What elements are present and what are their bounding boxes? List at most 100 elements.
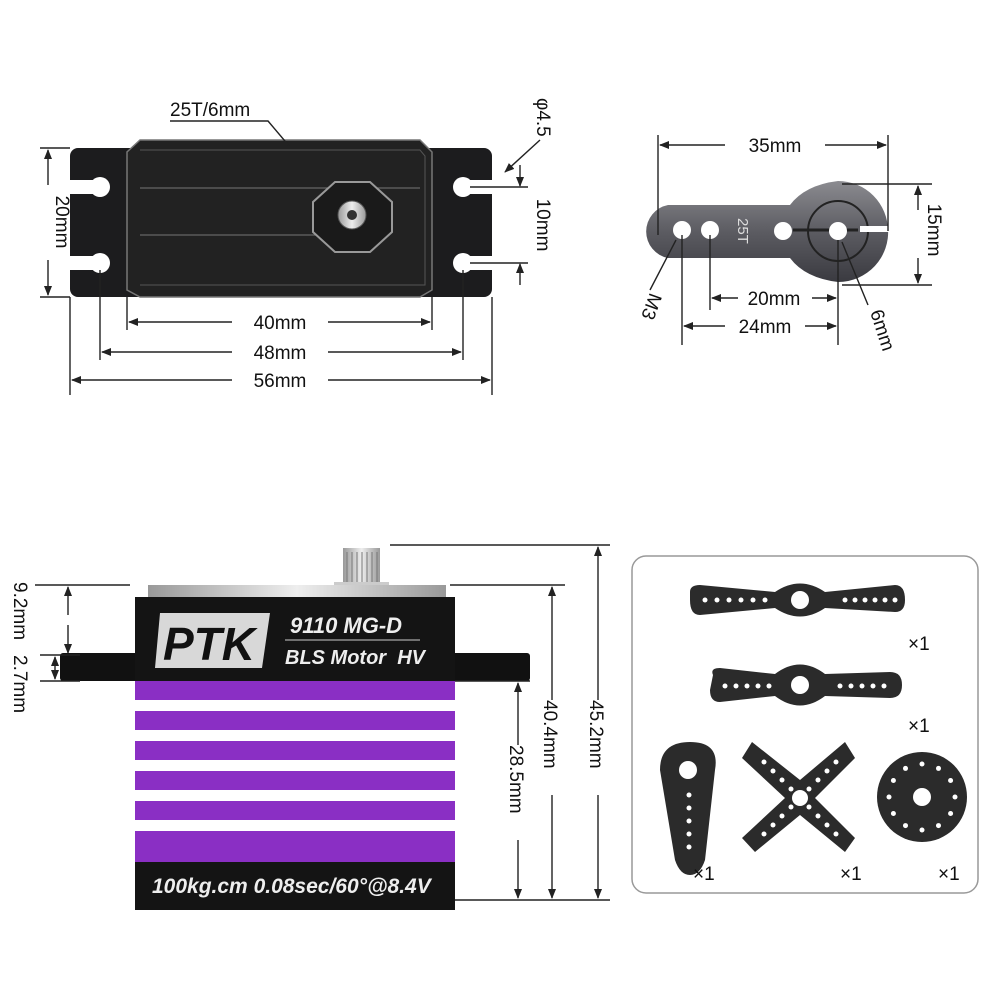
servo-case-top	[126, 139, 433, 298]
horn-hole	[750, 597, 756, 603]
horn-hole	[890, 778, 896, 783]
width-48mm-label: 48mm	[254, 343, 307, 364]
horn-hole	[842, 597, 848, 603]
horn-hole	[726, 597, 732, 603]
horn-hole	[919, 827, 925, 833]
dim-2-7mm-label: 2.7mm	[9, 655, 30, 713]
horn-hole	[761, 831, 767, 837]
horn-hole	[881, 683, 887, 689]
quantity-cross-horn: ×1	[840, 864, 862, 885]
horn-hole-20mm	[701, 221, 719, 239]
horn-hole	[738, 597, 744, 603]
brand-logo-text: PTK	[163, 618, 258, 670]
horn-hole	[919, 761, 925, 767]
spline-25t-6mm-label: 25T/6mm	[170, 100, 250, 121]
purple-stripe	[135, 711, 455, 730]
servo-front-view: PTK 9110 MG-D BLS Motor HV 100kg.cm 0.08…	[9, 544, 610, 910]
horn-hole	[936, 765, 941, 771]
horn-hole	[702, 597, 708, 603]
horn-hole	[848, 683, 854, 689]
horn-hole	[870, 683, 876, 689]
horn-hole	[815, 777, 821, 783]
horn-hole	[837, 683, 843, 689]
dim-28-5mm-label: 28.5mm	[505, 745, 526, 814]
width-40mm-label: 40mm	[254, 313, 307, 334]
horn-hole	[770, 822, 776, 828]
horn-hole	[948, 778, 954, 783]
horn-hole	[862, 597, 868, 603]
ptk-logo: PTK	[155, 613, 270, 670]
horn-hole	[686, 818, 692, 824]
horn-hole	[744, 683, 750, 689]
horn-hole	[806, 786, 812, 792]
horn-hole	[824, 768, 830, 774]
accessories-box: ×1 ×1 ×1 ×1 ×1	[631, 555, 979, 894]
quantity-single-horn: ×1	[693, 864, 715, 885]
horn-hole	[859, 683, 865, 689]
quantity-disc-horn: ×1	[938, 864, 960, 885]
horn-length-35mm-label: 35mm	[749, 136, 802, 157]
horn-hole	[872, 597, 878, 603]
horn-hole	[755, 683, 761, 689]
horn-hole	[761, 759, 767, 765]
horn-hole	[892, 597, 898, 603]
horn-hole-24mm-label: 24mm	[739, 317, 792, 338]
horn-height-15mm-label: 15mm	[923, 204, 944, 257]
horn-hole	[806, 804, 812, 810]
purple-stripe	[135, 801, 455, 820]
spec-text: 100kg.cm 0.08sec/60°@8.4V	[152, 875, 433, 898]
horn-hole	[779, 777, 785, 783]
horn-hole	[686, 805, 692, 811]
horn-hole	[770, 768, 776, 774]
purple-stripe	[135, 771, 455, 790]
top-plate	[148, 585, 446, 599]
horn-body	[646, 181, 889, 283]
horn-hole	[833, 831, 839, 837]
horn-hole	[833, 759, 839, 765]
quantity-long-horn: ×1	[908, 634, 930, 655]
horn-hole	[788, 786, 794, 792]
horn-hole-24mm	[673, 221, 691, 239]
screw-m3-label: M3	[636, 290, 665, 322]
purple-stripe	[135, 681, 455, 700]
motor-subtitle: BLS Motor HV	[285, 647, 427, 669]
dim-9-2mm-label: 9.2mm	[9, 582, 30, 640]
purple-stripe	[135, 741, 455, 760]
servo-footer	[135, 862, 455, 910]
horn-hole	[779, 813, 785, 819]
horn-hole	[903, 765, 908, 771]
horn-hole	[903, 823, 908, 829]
model-name: 9110 MG-D	[290, 613, 402, 638]
hole-diameter-label: φ4.5	[532, 98, 553, 137]
horn-hole	[714, 597, 720, 603]
horn-hole	[952, 794, 958, 800]
horn-hole	[762, 597, 768, 603]
dim-40-4mm-label: 40.4mm	[539, 700, 560, 769]
height-20mm-label: 20mm	[51, 196, 72, 249]
horn-hole	[733, 683, 739, 689]
hole-spacing-10mm-label: 10mm	[532, 199, 553, 252]
servo-top-view: 20mm 10mm 40mm 48mm 56mm 25T/6mm φ4.5	[40, 98, 553, 395]
horn-hole	[852, 597, 858, 603]
width-56mm-label: 56mm	[254, 371, 307, 392]
horn-hole	[815, 813, 821, 819]
horn-hole	[882, 597, 888, 603]
horn-hole	[936, 823, 941, 829]
horn-hole	[686, 831, 692, 837]
horn-engraving: 25T	[734, 218, 751, 244]
horn-hole	[722, 683, 728, 689]
metal-servo-horn: 25T 35mm 15mm 20mm 24mm M3 6mm	[636, 135, 944, 354]
horn-hole	[948, 811, 954, 816]
purple-stripes	[135, 681, 455, 862]
horn-hole-20mm-label: 20mm	[748, 289, 801, 310]
horn-hole	[824, 822, 830, 828]
horn-hole	[686, 792, 692, 798]
horn-hole	[788, 804, 794, 810]
horn-hole	[766, 683, 772, 689]
horn-hole	[686, 844, 692, 850]
quantity-short-horn: ×1	[908, 716, 930, 737]
horn-hole	[886, 794, 892, 800]
bore-6mm-label: 6mm	[865, 307, 898, 354]
purple-stripe	[135, 831, 455, 862]
